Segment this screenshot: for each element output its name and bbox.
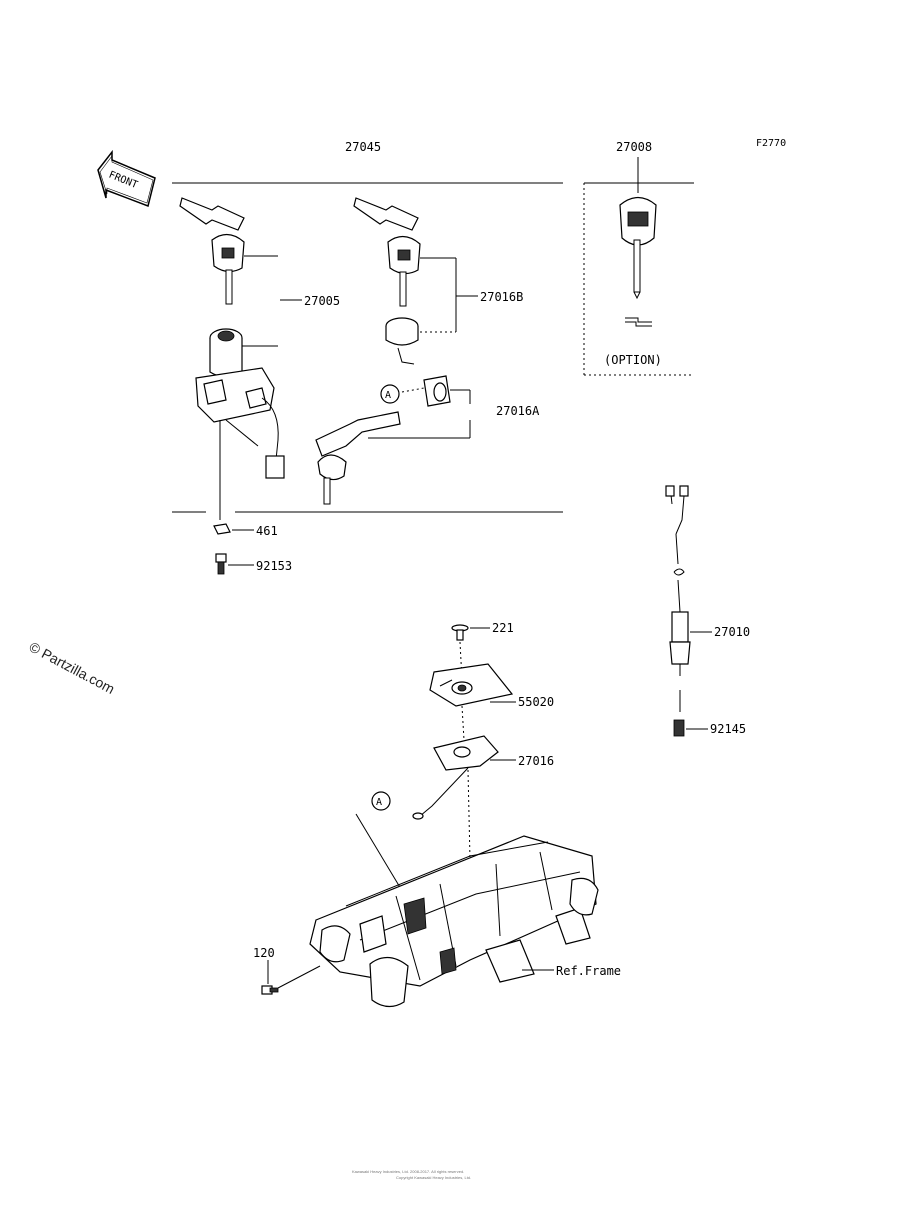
label-27016b[interactable]: 27016B [480, 290, 523, 304]
ref-marker-a-1: A [385, 390, 391, 401]
option-box-27008 [583, 157, 694, 376]
label-refframe[interactable]: Ref.Frame [556, 964, 621, 978]
label-55020[interactable]: 55020 [518, 695, 554, 709]
label-27010[interactable]: 27010 [714, 625, 750, 639]
label-221[interactable]: 221 [492, 621, 514, 635]
ref-marker-a-2: A [355, 791, 405, 895]
copyright-line-1: Kawasaki Heavy Industries, Ltd. 2008-201… [352, 1169, 464, 1174]
bracket-55020-icon [429, 663, 514, 741]
seat-lock-27016a-icon: A [315, 375, 471, 505]
kit-27045-bracket [172, 182, 563, 513]
sensor-27010-icon [665, 485, 691, 712]
frame-icon [309, 835, 599, 1008]
washer-461-icon [213, 523, 231, 535]
copyright-line-2: Copyright Kawasaki Heavy Industries, Ltd… [396, 1175, 471, 1180]
label-461[interactable]: 461 [256, 524, 278, 538]
option-key-icon [619, 196, 657, 327]
bracket-27016b [420, 257, 478, 333]
label-27045[interactable]: 27045 [345, 140, 381, 154]
watermark: © Partzilla.com [27, 639, 118, 697]
figure-code: F2770 [756, 138, 786, 149]
cap-27016b-icon [385, 317, 419, 365]
label-120[interactable]: 120 [253, 946, 275, 960]
ref-marker-a-2-text: A [376, 797, 382, 808]
front-arrow-icon: FRONT [97, 149, 156, 208]
option-label: (OPTION) [604, 353, 662, 367]
label-27016[interactable]: 27016 [518, 754, 554, 768]
ignition-switch-icon [195, 328, 285, 520]
label-27008[interactable]: 27008 [616, 140, 652, 154]
bolt-92153-icon [215, 553, 227, 575]
label-27005[interactable]: 27005 [304, 294, 340, 308]
key-set-27016b-icon [353, 197, 421, 307]
lock-27016-icon [412, 735, 499, 861]
key-set-27005-icon [179, 197, 278, 305]
bolt-92145-icon [673, 719, 685, 737]
label-92153[interactable]: 92153 [256, 559, 292, 573]
label-27016a[interactable]: 27016A [496, 404, 540, 418]
bolt-120-icon [261, 960, 321, 995]
label-92145[interactable]: 92145 [710, 722, 746, 736]
